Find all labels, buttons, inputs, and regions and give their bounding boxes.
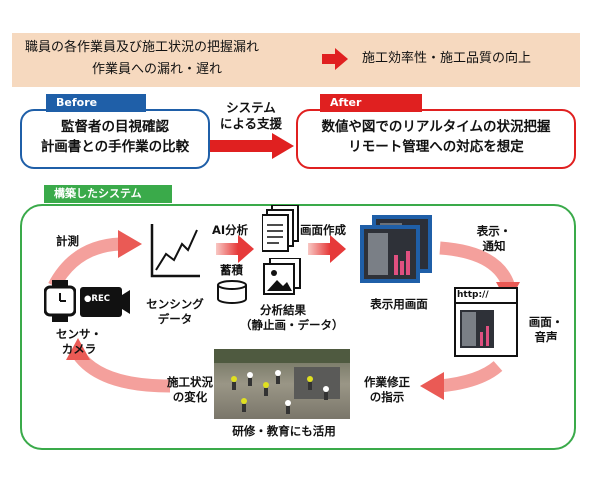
support-line-1: システム [226,100,276,115]
camera-icon [80,287,130,317]
correction-label-2: の指示 [369,390,405,404]
support-arrow-icon [210,133,294,159]
document-icon [262,205,299,252]
smartwatch-icon [44,280,76,322]
image-icon [263,258,301,295]
ai-analysis-label: AI分析 [212,223,249,237]
result-label-1: 分析結果 [260,303,306,317]
line-graph-icon [150,224,200,278]
training-label: 研修・教育にも活用 [232,424,336,438]
problem-line-2: 作業員への漏れ・遅れ [92,62,223,77]
after-line-2: リモート管理への対応を想定 [348,139,524,155]
before-line-2: 計画書との手作業の比較 [40,139,190,155]
url-text: http:// [457,290,489,300]
browser-screen-icon [460,310,494,348]
after-panel [296,109,576,169]
database-icon [217,280,247,304]
notify-label-2: 通知 [482,239,506,253]
change-label-2: の変化 [172,390,208,404]
after-tag: After [320,94,422,112]
voice-label-2: 音声 [534,330,558,344]
sensor-label-2: カメラ [61,342,97,356]
voice-label-1: 画面・ [528,315,564,329]
sensing-label-2: データ [157,312,193,326]
after-line-1: 数値や図でのリアルタイムの状況把握 [321,119,551,135]
before-tag: Before [46,94,146,112]
notify-label-1: 表示・ [476,224,512,238]
support-line-2: による支援 [219,116,283,131]
construction-site-photo [214,349,350,419]
browser-divider [454,302,518,304]
sensor-label-1: センサ・ [56,327,102,341]
before-line-1: 監督者の目視確認 [61,119,169,135]
rec-label: ●REC [84,294,111,304]
arrow-right-icon [322,48,348,70]
display-screen-label: 表示用画面 [370,297,428,311]
system-tag: 構築したシステム [44,185,172,203]
problem-line-1: 職員の各作業員及び施工状況の把握漏れ [25,40,260,55]
change-label-1: 施工状況 [167,375,213,389]
display-screen-icon [360,215,432,283]
improvement-text: 施工効率性・施工品質の向上 [362,51,532,66]
sensing-label-1: センシング [146,297,204,311]
problem-banner [12,33,580,87]
measure-label: 計測 [56,234,79,248]
screen-creation-label: 画面作成 [300,223,346,237]
result-label-2: （静止画・データ） [240,318,344,332]
correction-label-1: 作業修正 [364,375,410,389]
storage-label: 蓄積 [220,263,243,277]
